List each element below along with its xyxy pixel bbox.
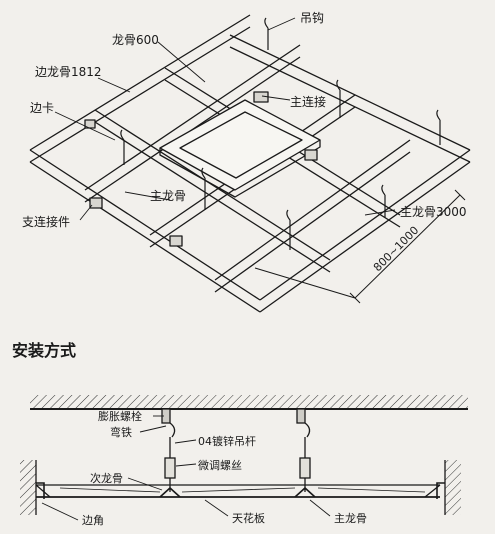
- ceiling-slab: [30, 395, 468, 410]
- label-main-connector: 主连接: [290, 94, 326, 109]
- dimension-line: [254, 189, 466, 304]
- hanger-assembly-left: [161, 408, 176, 492]
- edge-angles: [36, 482, 445, 499]
- bottom-leader-lines: [41, 415, 331, 521]
- label-keel-600: 龙骨600: [112, 33, 159, 47]
- ceiling-panel-section: [35, 484, 441, 498]
- main-keel-clips: [159, 486, 316, 498]
- ceiling-grid-isometric: [29, 14, 471, 313]
- label-expansion-bolt: 膨胀螺栓: [98, 409, 142, 423]
- section-title: 安装方式: [12, 341, 76, 360]
- label-edge-keel-1812: 边龙骨1812: [35, 65, 102, 79]
- label-fine-adjust-screw: 微调螺丝: [198, 458, 242, 472]
- side-walls: [20, 460, 461, 515]
- connector-blocks: [84, 91, 318, 247]
- hanger-assembly-right: [296, 408, 311, 492]
- label-main-keel-3000: 主龙骨3000: [400, 205, 467, 219]
- label-secondary-keel: 次龙骨: [90, 471, 123, 485]
- label-edge-clip: 边卡: [30, 101, 54, 115]
- label-edge-angle: 边角: [82, 514, 104, 527]
- label-hanger-hook: 吊钩: [300, 11, 324, 25]
- ceiling-panel: [159, 99, 321, 198]
- label-main-keel-bottom: 主龙骨: [334, 512, 367, 525]
- label-galvanized-rod: 04镀锌吊杆: [198, 434, 256, 448]
- label-bent-iron: 弯铁: [110, 425, 132, 439]
- label-main-keel-top: 主龙骨: [150, 189, 186, 203]
- top-leader-lines: [54, 17, 396, 221]
- hanger-hooks: [120, 17, 441, 250]
- label-dimension: 800~1000: [371, 224, 421, 274]
- label-support-connector: 支连接件: [22, 214, 70, 229]
- label-ceiling-panel: 天花板: [232, 511, 265, 525]
- installation-section-view: [20, 395, 468, 515]
